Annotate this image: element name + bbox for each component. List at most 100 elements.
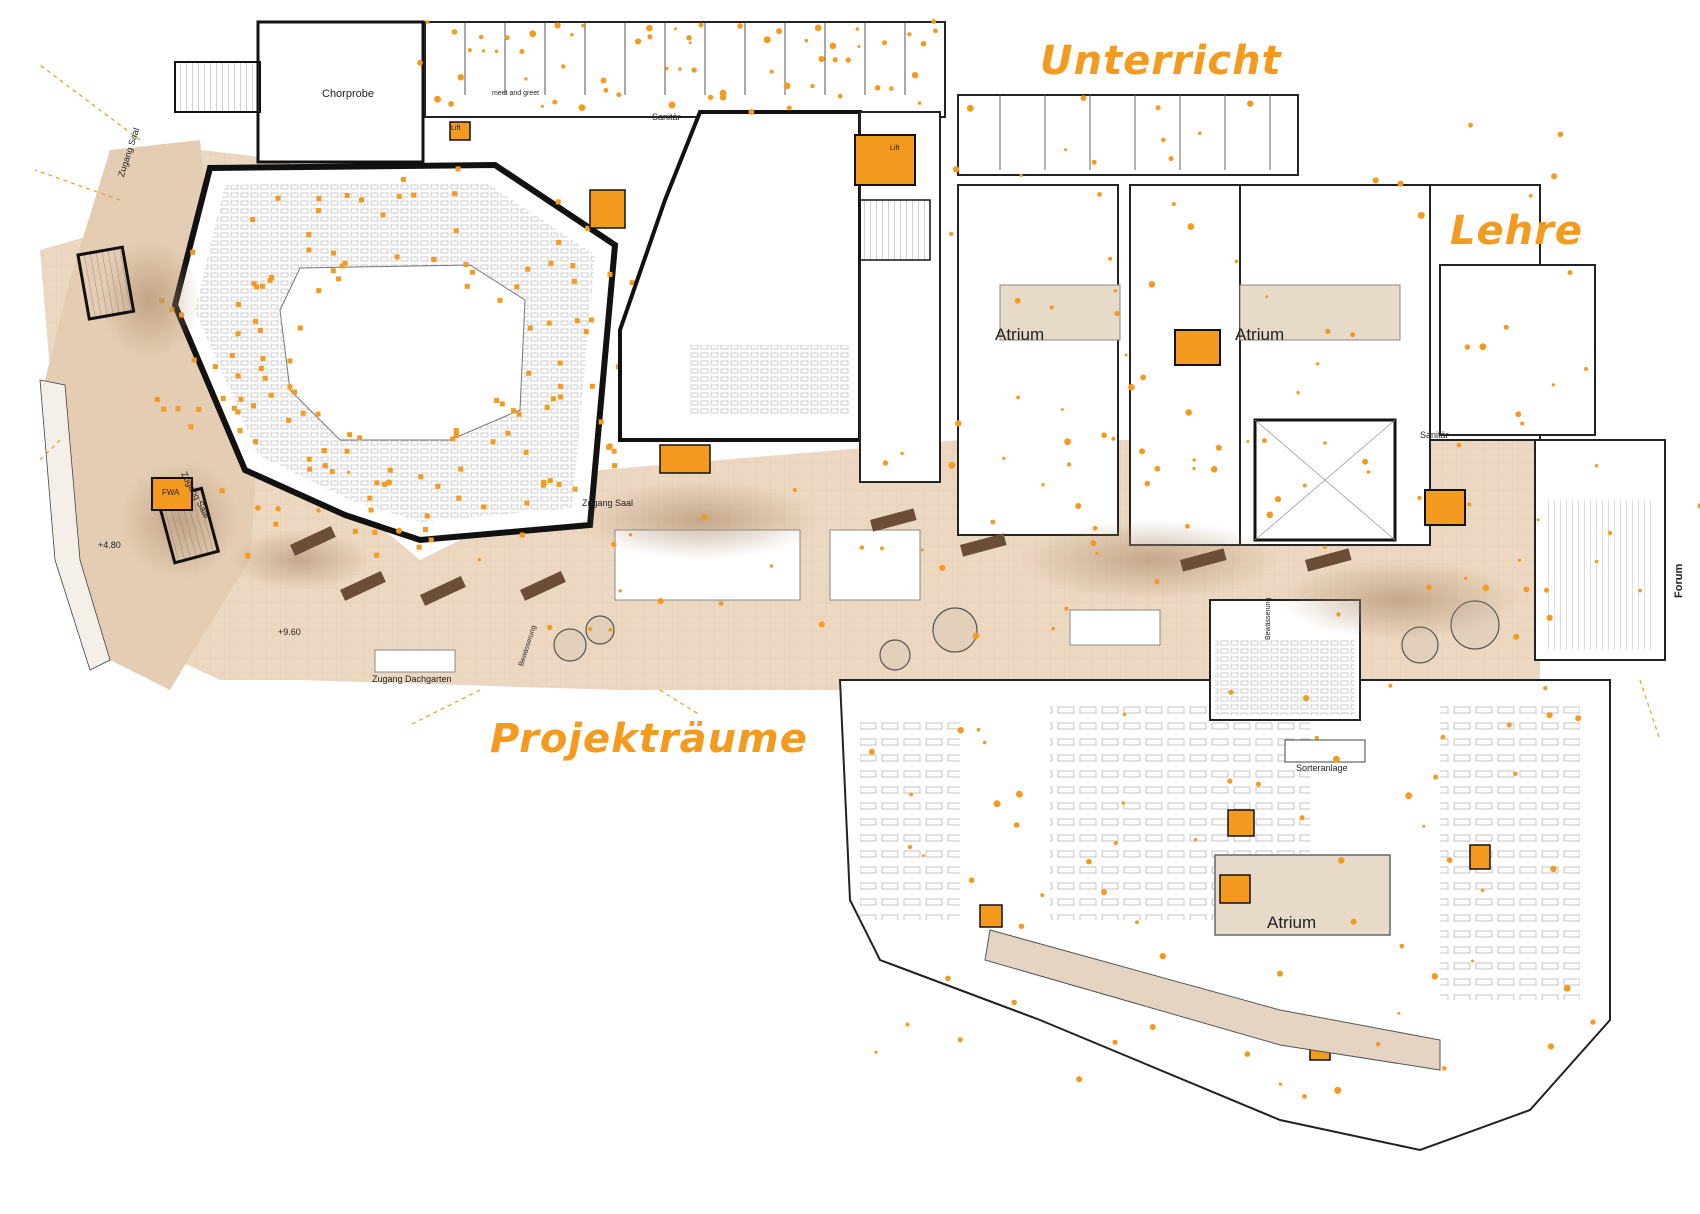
person-marker [1244,1051,1251,1057]
seat-marker [418,474,424,480]
seat-marker [574,318,580,324]
seat-marker [336,276,342,282]
person-marker [481,49,486,53]
seat-marker [359,197,364,203]
west-desks [860,720,960,920]
person-marker [1210,466,1218,473]
person-marker [845,57,851,63]
person-marker [1064,438,1071,446]
lift-core-1 [854,134,916,186]
person-marker [457,74,464,81]
person-marker [1523,586,1530,593]
person-marker [1040,893,1045,898]
person-marker [1049,305,1054,310]
seat-marker [367,495,373,501]
lift-core-2 [1174,329,1221,366]
person-marker [889,86,894,91]
north-room-dividers [464,22,906,95]
seat-marker [464,283,470,289]
person-marker [1092,525,1098,531]
person-marker [616,92,622,98]
person-marker [880,546,884,551]
person-marker [1697,503,1700,509]
seat-marker [394,254,400,260]
unterricht-block [957,94,1299,176]
person-marker [578,104,586,111]
person-marker [425,20,430,25]
seat-marker [454,433,459,438]
elevation-480: +4.80 [98,540,121,550]
label-zugang-dachgarten: Zugang Dachgarten [372,674,452,684]
label-atrium-1: Atrium [995,325,1045,344]
label-zugang-saal-2: Zugang Saal [582,498,634,508]
person-marker [1139,448,1145,455]
person-marker [701,514,708,521]
person-marker [1607,530,1613,536]
label-chorprobe: Chorprobe [322,88,374,100]
seat-marker [292,389,297,395]
person-marker [1594,464,1599,468]
person-marker [810,83,815,89]
seat-marker [258,366,264,371]
seat-marker [511,408,516,414]
person-marker [1517,558,1522,562]
person-marker [881,40,887,46]
seat-marker [286,417,292,423]
seat-marker [497,297,503,303]
seat-marker [588,317,594,323]
person-marker [1097,192,1102,197]
person-marker [905,1022,910,1027]
person-marker [920,548,924,552]
person-marker [874,85,881,91]
lift-core-3 [1424,489,1466,526]
person-marker [1013,822,1020,828]
seat-marker [357,435,363,441]
seat-marker [540,482,546,488]
person-marker [882,460,889,466]
seat-marker [175,406,181,412]
seat-marker [424,513,430,519]
person-marker [1333,755,1340,763]
person-marker [1503,324,1509,330]
seat-marker [469,269,475,275]
person-marker [763,36,771,44]
person-marker [600,77,607,84]
seat-marker [499,401,505,407]
person-marker [1080,95,1087,101]
person-marker [1011,999,1017,1006]
person-marker [1422,824,1426,828]
person-marker [859,545,864,550]
person-marker [1016,790,1023,798]
person-marker [917,101,922,105]
person-marker [570,33,574,37]
person-marker [1338,857,1345,864]
person-marker [982,740,987,745]
seat-marker [257,327,263,333]
person-marker [1468,122,1473,128]
person-marker [1112,1039,1118,1045]
seat-marker [260,356,266,361]
person-marker [945,975,951,982]
person-marker [948,461,956,469]
seat-marker [316,196,322,202]
person-marker [1277,970,1283,977]
person-marker [1315,362,1320,366]
seat-marker [306,247,312,253]
person-marker [1375,1042,1381,1047]
seat-marker [589,383,595,389]
person-marker [1543,587,1550,593]
seat-marker [435,483,441,489]
seat-marker [570,263,576,269]
seat-marker [387,467,393,473]
person-marker [1128,383,1135,391]
seat-marker [516,411,522,417]
west-terrace [39,379,111,671]
seat-marker [490,439,496,445]
label-meet-greet: meet and greet [492,90,540,97]
person-marker [635,38,642,45]
person-marker [1193,838,1198,842]
seat-marker [297,325,303,331]
person-marker [993,800,1001,808]
seat-marker [315,411,321,417]
person-marker [1187,223,1195,230]
